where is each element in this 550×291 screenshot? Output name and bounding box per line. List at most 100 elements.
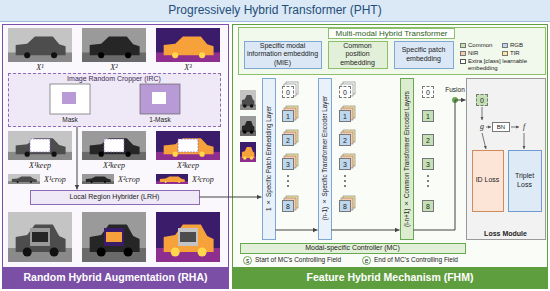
label-slot: g (480, 122, 484, 131)
car-wheel (199, 152, 204, 157)
label-text: X¹keep (29, 161, 51, 170)
vehicle-image (156, 131, 220, 160)
token-number: 0 (476, 94, 488, 106)
image-ground (82, 28, 146, 62)
legend-swatch (460, 51, 466, 56)
car-wheel (165, 181, 167, 183)
label-text: g (480, 122, 484, 131)
legend-entry: NIR (460, 50, 478, 57)
label-slot: 1-Mask (149, 116, 170, 124)
node-text: 1 × Specific Patch Embedding Layer (265, 106, 273, 211)
ellipsis-dot (344, 185, 346, 187)
loss-arrow (486, 127, 491, 128)
label-slot: BN (492, 122, 510, 132)
layer-band: (n-1) × Specific Transformer Encoder Lay… (318, 78, 332, 240)
hybrid-patch (180, 232, 196, 242)
label-slot: 0 (422, 86, 434, 98)
legend-text: TIR (510, 50, 520, 57)
car-wheel (124, 248, 133, 257)
car-wheel (199, 52, 205, 58)
vehicle-image (8, 131, 72, 160)
label-slot: 0 (282, 86, 294, 98)
legend-swatch (502, 43, 508, 48)
transformer-box: Multi-modal Hybrid TransformerSpecific m… (238, 27, 546, 75)
legend-entry: Common (460, 42, 492, 49)
flow-arrow (200, 197, 262, 198)
car-body (86, 177, 111, 183)
image-road (156, 152, 220, 160)
car-body (164, 225, 214, 253)
car-body (90, 37, 140, 56)
node-text: Multi-modal Hybrid Transformer (328, 28, 454, 39)
car-wheel (30, 181, 32, 183)
vehicle-image (156, 28, 220, 62)
label-slot: X³ (184, 63, 191, 72)
diagram-title: Progressively Hybrid Transformer (PHT) (0, 0, 550, 21)
hybrider-box: Local Region Hybrider (LRH) (30, 190, 200, 205)
car-body (164, 37, 214, 56)
car-body (160, 177, 185, 183)
image-road (82, 248, 146, 262)
label-slot: X¹keep (29, 161, 51, 170)
car-wheel (104, 181, 106, 183)
flow-arrow (77, 127, 78, 190)
image-ground (82, 174, 114, 184)
car-body (242, 147, 254, 158)
mask-square (140, 84, 180, 114)
label-text: Start of MC's Controlling Field (255, 256, 341, 264)
vehicle-image (8, 28, 72, 62)
car-wheel (243, 156, 247, 160)
image-ground (8, 131, 72, 160)
car-wheel (98, 52, 104, 58)
ellipsis-dot (287, 175, 289, 177)
car-body (16, 37, 66, 56)
label-slot: X²crop (118, 175, 140, 184)
flow-arrow (414, 100, 466, 230)
label-slot: Start of MC's Controlling Field (255, 256, 341, 264)
car-wheel (97, 248, 106, 257)
node-text: Modal-specific Controller (MC) (303, 244, 402, 252)
label-text: End of MC's Controlling Field (374, 256, 458, 264)
label-slot: 0 (476, 94, 488, 106)
image-ground (240, 116, 256, 136)
car-wheel (50, 248, 59, 257)
node-text: Local Region Hybrider (LRH) (68, 193, 162, 201)
label-slot: 8 (282, 200, 294, 212)
label-slot: 1 (339, 110, 351, 122)
image-ground (8, 212, 72, 262)
image-road (240, 156, 256, 162)
legend-text: Common (468, 42, 492, 49)
label-slot: X¹ (36, 63, 43, 72)
token-number: 1 (422, 110, 434, 122)
label-slot: Mask (62, 116, 78, 124)
mask-region (152, 92, 166, 104)
car-wheel (243, 130, 247, 134)
image-ground (156, 28, 220, 62)
car-wheel (51, 52, 57, 58)
vehicle-image (156, 174, 188, 184)
image-road (82, 152, 146, 160)
loss-arrow (524, 133, 525, 149)
label-slot: 2 (282, 134, 294, 146)
car-wheel (198, 248, 207, 257)
label-slot: 3 (339, 158, 351, 170)
flow-arrow (332, 230, 400, 231)
image-ground (156, 174, 188, 184)
image-road (8, 248, 72, 262)
label-text: X²crop (118, 175, 140, 184)
image-ground (240, 90, 256, 110)
layer-band: (l-n+1) × Common Transformer Encoder Lay… (400, 78, 414, 240)
image-ground (156, 131, 220, 160)
label-slot: f (523, 122, 525, 131)
flow-arrow (276, 230, 318, 231)
node-text: Feature Hybrid Mechanism (FHM) (233, 267, 547, 288)
image-road (8, 181, 40, 184)
image-road (240, 130, 256, 136)
token-number: 2 (282, 134, 294, 146)
label-slot: 1 (282, 110, 294, 122)
car-wheel (250, 156, 254, 160)
label-text: BN (492, 122, 510, 132)
car-wheel (24, 52, 30, 58)
car-body (242, 95, 254, 106)
layer-band: 1 × Specific Patch Embedding Layer (262, 78, 276, 240)
